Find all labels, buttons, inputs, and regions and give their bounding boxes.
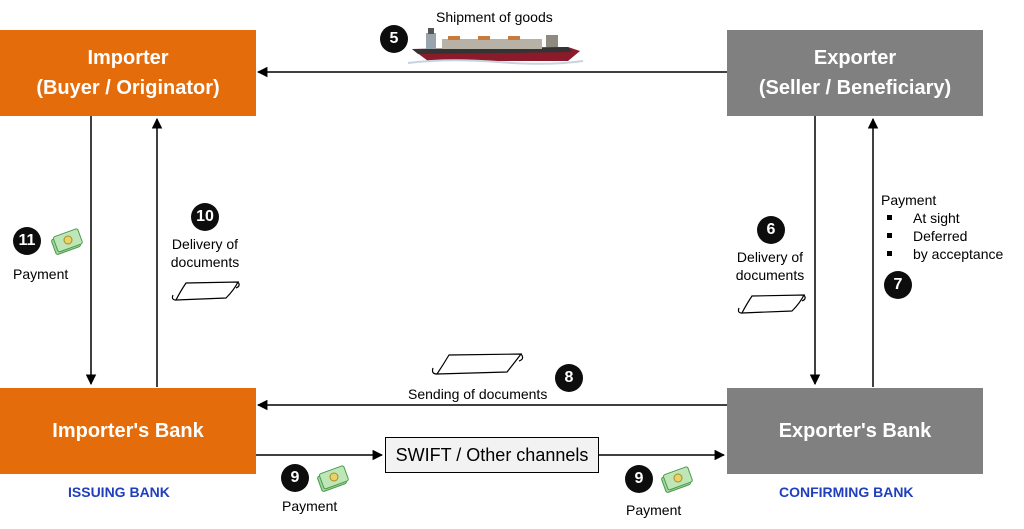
- term-deferred: Deferred: [881, 227, 1003, 245]
- step-11-label: Payment: [13, 266, 69, 282]
- step-11-badge: 11: [13, 227, 41, 255]
- swift-channel-box: SWIFT / Other channels: [385, 437, 599, 473]
- step-10-badge: 10: [191, 203, 219, 231]
- step-8-label: Sending of documents: [408, 386, 548, 402]
- step-7-terms: Payment At sight Deferred by acceptance: [881, 191, 1003, 263]
- step-7-title: Payment: [881, 192, 937, 208]
- money-icon: [51, 228, 83, 255]
- step-6-line1: Delivery of: [736, 249, 804, 265]
- ship-icon: [408, 28, 583, 65]
- step-9a-badge: 9: [281, 464, 309, 492]
- document-scroll-icon: [171, 281, 240, 301]
- step-8-badge: 8: [555, 364, 583, 392]
- step-6-badge: 6: [757, 216, 785, 244]
- step-9a-label: Payment: [282, 498, 338, 514]
- money-icon: [661, 466, 693, 493]
- step-5-badge: 5: [380, 25, 408, 53]
- step-10-label: Delivery of documents: [166, 235, 244, 271]
- step-7-badge: 7: [884, 271, 912, 299]
- importer-bank-box: Importer's Bank: [0, 388, 256, 474]
- step-9b-badge: 9: [625, 465, 653, 493]
- document-scroll-icon: [737, 294, 806, 314]
- money-icon: [317, 465, 349, 492]
- term-at-sight: At sight: [881, 209, 1003, 227]
- exporter-box: Exporter (Seller / Beneficiary): [727, 30, 983, 116]
- exporter-bank-box: Exporter's Bank: [727, 388, 983, 474]
- importer-subtitle: (Buyer / Originator): [36, 77, 220, 99]
- exporter-title: Exporter: [813, 47, 897, 69]
- step-9b-label: Payment: [626, 502, 682, 518]
- step-6-label: Delivery of documents: [731, 248, 809, 284]
- exporter-bank-title: Exporter's Bank: [778, 420, 932, 442]
- term-by-acceptance: by acceptance: [881, 245, 1003, 263]
- step-10-line1: Delivery of: [171, 236, 239, 252]
- step-10-line2: documents: [170, 254, 240, 270]
- importer-box: Importer (Buyer / Originator): [0, 30, 256, 116]
- step-6-line2: documents: [735, 267, 805, 283]
- document-scroll-icon: [431, 353, 524, 375]
- exporter-subtitle: (Seller / Beneficiary): [758, 77, 952, 99]
- importer-title: Importer: [87, 47, 169, 69]
- payment-terms-list: At sight Deferred by acceptance: [881, 209, 1003, 263]
- step-5-label: Shipment of goods: [436, 9, 553, 25]
- confirming-bank-label: CONFIRMING BANK: [779, 484, 914, 500]
- issuing-bank-label: ISSUING BANK: [68, 484, 170, 500]
- importer-bank-title: Importer's Bank: [52, 420, 204, 442]
